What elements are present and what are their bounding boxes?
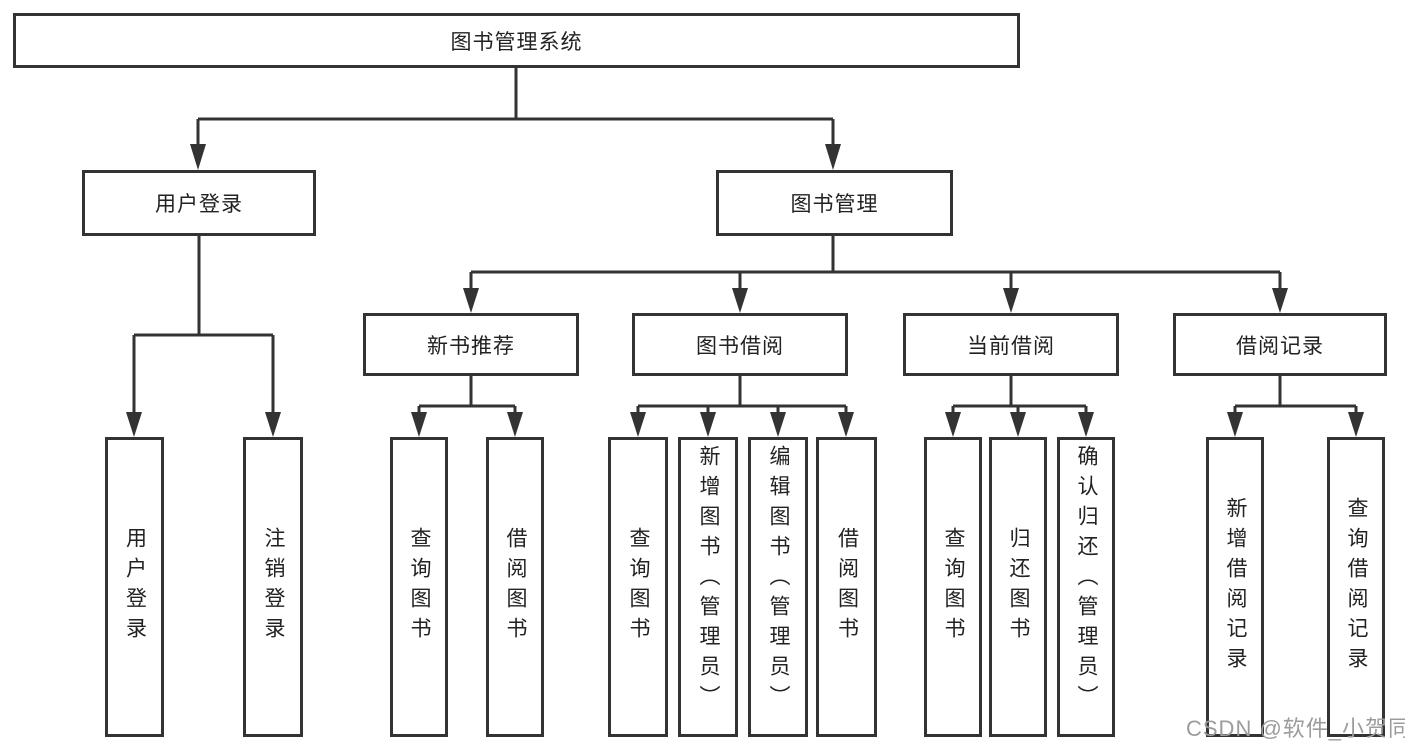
connector-borrowing-to-leaves xyxy=(630,376,854,437)
leaf-add-borrow-record-label: 新增借阅记录 xyxy=(1224,497,1247,677)
node-new-book-recommend: 新书推荐 xyxy=(363,313,579,376)
leaf-add-borrow-record: 新增借阅记录 xyxy=(1206,437,1264,737)
leaf-query-borrow-record-label: 查询借阅记录 xyxy=(1345,497,1368,677)
node-current-borrowing-label: 当前借阅 xyxy=(967,334,1055,358)
leaf-logout: 注销登录 xyxy=(243,437,303,737)
leaf-add-book-admin: 新增图书（管理员） xyxy=(678,437,738,737)
leaf-recommend-query-books: 查询图书 xyxy=(390,437,448,737)
node-book-management: 图书管理 xyxy=(716,170,953,236)
leaf-recommend-borrow-books: 借阅图书 xyxy=(486,437,544,737)
leaf-current-query-books-label: 查询图书 xyxy=(942,527,965,647)
leaf-add-book-admin-label: 新增图书（管理员） xyxy=(697,445,720,715)
leaf-confirm-return-admin: 确认归还（管理员） xyxy=(1057,437,1115,737)
leaf-recommend-borrow-books-label: 借阅图书 xyxy=(504,527,527,647)
connector-current-to-leaves xyxy=(945,376,1094,437)
node-root-label: 图书管理系统 xyxy=(450,30,583,54)
node-borrowing-records-label: 借阅记录 xyxy=(1236,334,1324,358)
leaf-edit-book-admin-label: 编辑图书（管理员） xyxy=(767,445,790,715)
connector-recommend-to-leaves xyxy=(411,376,523,437)
leaf-current-query-books: 查询图书 xyxy=(924,437,982,737)
node-borrowing-records: 借阅记录 xyxy=(1173,313,1387,376)
node-current-borrowing: 当前借阅 xyxy=(903,313,1119,376)
node-user-login: 用户登录 xyxy=(82,170,316,236)
connector-root-to-level2 xyxy=(190,68,841,170)
leaf-recommend-query-books-label: 查询图书 xyxy=(408,527,431,647)
leaf-confirm-return-admin-label: 确认归还（管理员） xyxy=(1075,445,1098,715)
leaf-query-borrow-record: 查询借阅记录 xyxy=(1327,437,1385,737)
connector-userlogin-to-leaves xyxy=(126,236,281,437)
leaf-borrowing-query-books-label: 查询图书 xyxy=(627,527,650,647)
node-root-library-system: 图书管理系统 xyxy=(13,13,1020,68)
node-new-book-recommend-label: 新书推荐 xyxy=(427,334,515,358)
node-book-borrowing-label: 图书借阅 xyxy=(696,334,784,358)
node-user-login-label: 用户登录 xyxy=(155,193,243,216)
leaf-return-book-label: 归还图书 xyxy=(1007,527,1030,647)
leaf-user-login-label: 用户登录 xyxy=(123,527,147,647)
node-book-borrowing: 图书借阅 xyxy=(632,313,848,376)
leaf-borrowing-query-books: 查询图书 xyxy=(608,437,668,737)
leaf-borrowing-borrow-books: 借阅图书 xyxy=(816,437,877,737)
leaf-borrowing-borrow-books-label: 借阅图书 xyxy=(835,527,859,647)
leaf-logout-label: 注销登录 xyxy=(262,527,285,647)
node-book-management-label: 图书管理 xyxy=(790,193,879,216)
leaf-return-book: 归还图书 xyxy=(989,437,1047,737)
leaf-edit-book-admin: 编辑图书（管理员） xyxy=(748,437,808,737)
connector-bookmgmt-to-level3 xyxy=(463,236,1288,313)
csdn-watermark: CSDN @软件_小贺同学 xyxy=(1186,716,1405,741)
connector-records-to-leaves xyxy=(1227,376,1364,437)
leaf-user-login: 用户登录 xyxy=(105,437,164,737)
